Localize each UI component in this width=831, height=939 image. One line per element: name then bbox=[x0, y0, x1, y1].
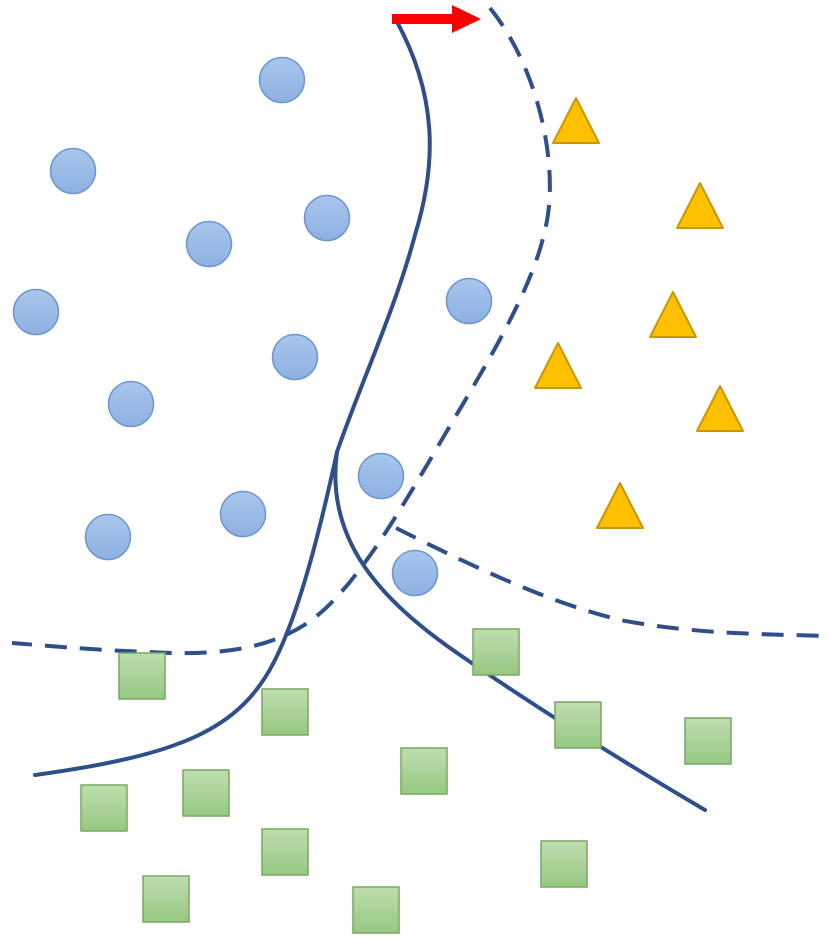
square-class-points bbox=[80, 628, 732, 934]
square-point bbox=[684, 717, 732, 765]
triangle-point bbox=[676, 182, 724, 229]
solid-boundary-upper bbox=[33, 18, 432, 777]
square-point bbox=[554, 701, 602, 749]
triangle-point bbox=[696, 385, 744, 432]
circle-point bbox=[391, 549, 439, 597]
triangle-point bbox=[649, 291, 697, 338]
square-point bbox=[540, 840, 588, 888]
arrow-shaft bbox=[392, 14, 454, 24]
dashed-boundary-lower bbox=[395, 526, 826, 638]
square-point bbox=[352, 886, 400, 934]
triangle-point bbox=[552, 97, 600, 144]
circle-point bbox=[107, 380, 155, 428]
triangle-point bbox=[534, 342, 582, 389]
dashed-boundary-upper bbox=[11, 6, 552, 656]
triangle-point bbox=[596, 482, 644, 529]
circle-point bbox=[84, 513, 132, 561]
circle-point bbox=[49, 147, 97, 195]
square-point bbox=[182, 769, 230, 817]
square-point bbox=[142, 875, 190, 923]
decision-boundaries bbox=[11, 6, 826, 812]
triangle-class-points bbox=[534, 97, 744, 529]
square-point bbox=[472, 628, 520, 676]
circle-point bbox=[445, 277, 493, 325]
circle-point bbox=[271, 333, 319, 381]
circle-point bbox=[357, 452, 405, 500]
circle-point bbox=[185, 220, 233, 268]
square-point bbox=[261, 828, 309, 876]
circle-class-points bbox=[12, 56, 493, 597]
arrow-head bbox=[452, 5, 481, 33]
square-point bbox=[400, 747, 448, 795]
circle-point bbox=[303, 194, 351, 242]
circle-point bbox=[258, 56, 306, 104]
solid-boundary-lower bbox=[333, 450, 707, 812]
square-point bbox=[80, 784, 128, 832]
circle-point bbox=[219, 490, 267, 538]
circle-point bbox=[12, 288, 60, 336]
square-point bbox=[261, 688, 309, 736]
arrow-right-icon bbox=[392, 5, 481, 33]
shift-arrow bbox=[392, 5, 481, 33]
square-point bbox=[118, 652, 166, 700]
